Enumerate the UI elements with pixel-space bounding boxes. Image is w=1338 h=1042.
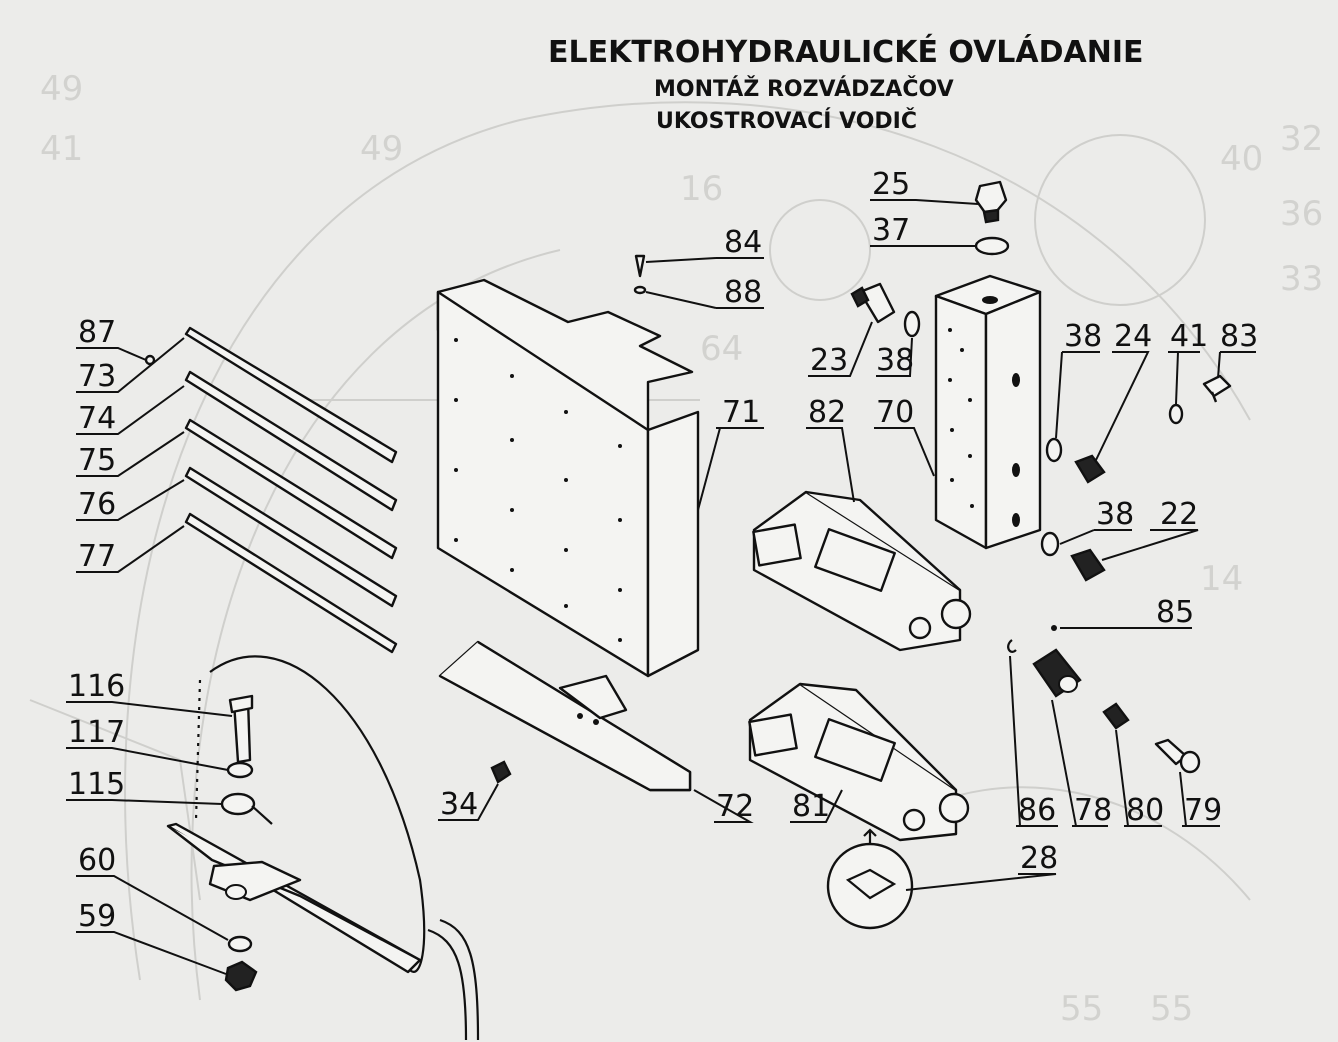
part-24-fitting	[1074, 454, 1106, 484]
ground-wire	[209, 655, 426, 973]
callout-24: 24	[1114, 319, 1152, 354]
part-81-valve	[748, 682, 970, 842]
callout-74: 74	[78, 401, 116, 436]
svg-text:55: 55	[1150, 989, 1193, 1029]
part-117-washer	[226, 761, 254, 779]
callout-83: 83	[1220, 319, 1258, 354]
callout-60: 60	[78, 843, 116, 878]
callout-38-a: 38	[876, 343, 914, 378]
diagram-subtitle-2: UKOSTROVACÍ VODIČ	[656, 108, 917, 134]
svg-text:16: 16	[680, 169, 723, 209]
callout-86: 86	[1018, 793, 1056, 828]
callout-34: 34	[440, 787, 478, 822]
part-23-fitting	[850, 282, 896, 324]
callout-37: 37	[872, 213, 910, 248]
callout-labels: 25 37 84 88 87 73 74 75 76 77 23 38 38 2…	[68, 167, 1258, 934]
part-38-washer-b	[1045, 437, 1063, 463]
part-60-washer	[227, 935, 253, 953]
callout-82: 82	[808, 395, 846, 430]
callout-38-b: 38	[1064, 319, 1102, 354]
svg-text:55: 55	[1060, 989, 1103, 1029]
parts-73-77-strips	[144, 326, 398, 654]
callout-75: 75	[78, 443, 116, 478]
svg-text:49: 49	[360, 129, 403, 169]
part-82-valve	[752, 490, 972, 652]
diagram-title: ELEKTROHYDRAULICKÉ OVLÁDANIE	[548, 34, 1144, 70]
callout-59: 59	[78, 899, 116, 934]
svg-text:33: 33	[1280, 259, 1323, 299]
part-86-clip	[1007, 639, 1017, 653]
callout-28: 28	[1020, 841, 1058, 876]
callout-81: 81	[792, 789, 830, 824]
part-85-ball	[1051, 625, 1057, 631]
callout-38-c: 38	[1096, 497, 1134, 532]
svg-text:64: 64	[700, 329, 743, 369]
part-41-washer	[1168, 403, 1184, 425]
part-71-panel	[436, 278, 700, 678]
part-70-manifold-block	[934, 274, 1042, 550]
svg-text:49: 49	[40, 69, 83, 109]
part-25-fitting	[974, 180, 1008, 224]
svg-text:36: 36	[1280, 194, 1323, 234]
callout-116: 116	[68, 669, 125, 704]
callout-77: 77	[78, 539, 116, 574]
part-38-washer-a	[903, 310, 921, 338]
callout-78: 78	[1074, 793, 1112, 828]
svg-text:14: 14	[1200, 559, 1243, 599]
part-37-washer	[974, 236, 1010, 256]
part-59-nut	[224, 960, 258, 992]
callout-87: 87	[78, 315, 116, 350]
part-88-washer	[633, 285, 647, 295]
svg-text:40: 40	[1220, 139, 1263, 179]
part-34-nut	[490, 760, 512, 784]
part-78-knob	[1032, 648, 1082, 698]
part-80-grub-screw	[1102, 702, 1130, 730]
callout-80: 80	[1126, 793, 1164, 828]
callout-76: 76	[78, 487, 116, 522]
background-ghost-drawing: 49 41 49 16 40 32 36 33 64 14 55 55	[29, 69, 1323, 1029]
callout-41: 41	[1170, 319, 1208, 354]
part-22-fitting	[1070, 548, 1106, 582]
leader-lines	[66, 199, 1256, 975]
part-83-screw	[1202, 374, 1232, 403]
part-79-pin	[1154, 738, 1201, 774]
part-115-lug	[220, 792, 256, 816]
callout-115: 115	[68, 767, 125, 802]
callout-70: 70	[876, 395, 914, 430]
svg-text:32: 32	[1280, 119, 1323, 159]
callout-88: 88	[724, 275, 762, 310]
callout-117: 117	[68, 715, 125, 750]
part-38-washer-c	[1040, 531, 1060, 557]
callout-23: 23	[810, 343, 848, 378]
callout-71: 71	[722, 395, 760, 430]
callout-85: 85	[1156, 595, 1194, 630]
part-72-angle-bracket	[438, 640, 692, 792]
ground-lead-assembly	[166, 655, 480, 1041]
part-84-screw	[634, 254, 646, 278]
callout-22: 22	[1160, 497, 1198, 532]
callout-79: 79	[1184, 793, 1222, 828]
svg-text:41: 41	[40, 129, 83, 169]
callout-25: 25	[872, 167, 910, 202]
callout-84: 84	[724, 225, 762, 260]
callout-73: 73	[78, 359, 116, 394]
diagram-subtitle-1: MONTÁŽ ROZVÁDZAČOV	[654, 76, 954, 102]
part-28-detail-view	[826, 828, 914, 930]
callout-72: 72	[716, 789, 754, 824]
